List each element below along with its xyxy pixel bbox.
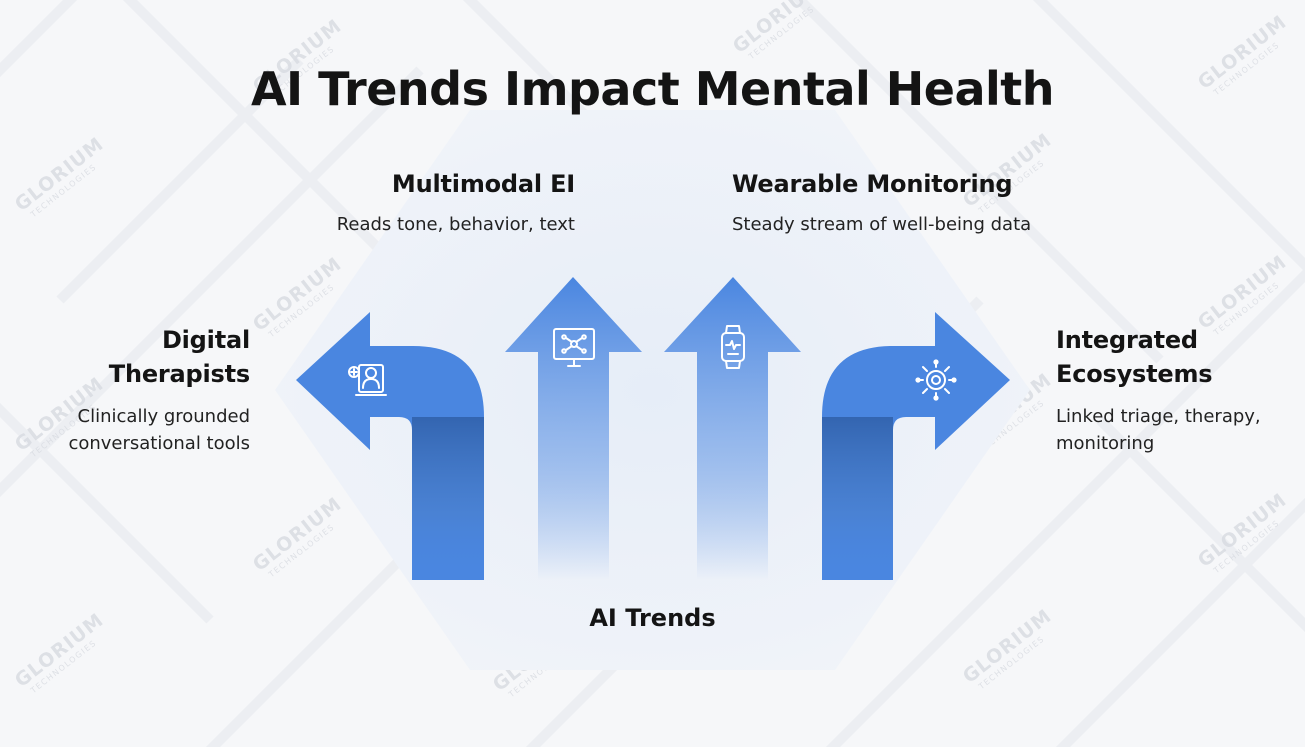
trend-label-multimodal-ei: Multimodal EI Reads tone, behavior, text	[275, 167, 576, 238]
arrow-digital-therapists	[296, 312, 484, 580]
arrow-multimodal-ei	[505, 277, 642, 580]
trend-title: Multimodal EI	[391, 170, 575, 198]
doctor-laptop-icon	[348, 364, 387, 396]
trend-description: Reads tone, behavior, text	[336, 214, 575, 235]
page-title: AI Trends Impact Mental Health	[250, 62, 1055, 116]
center-label: AI Trends	[589, 604, 716, 632]
arrow-wearable-monitoring	[664, 277, 801, 580]
trend-label-wearable-monitoring: Wearable Monitoring Steady stream of wel…	[732, 167, 1062, 238]
gear-network-icon	[915, 359, 957, 401]
monitor-network-icon	[553, 328, 595, 367]
smartwatch-icon	[721, 325, 745, 369]
arrow-integrated-ecosystems	[822, 312, 1010, 580]
trend-description: Linked triage, therapy,monitoring	[1056, 406, 1261, 454]
trend-title: Wearable Monitoring	[732, 170, 1013, 198]
trend-description: Steady stream of well-being data	[732, 214, 1032, 235]
